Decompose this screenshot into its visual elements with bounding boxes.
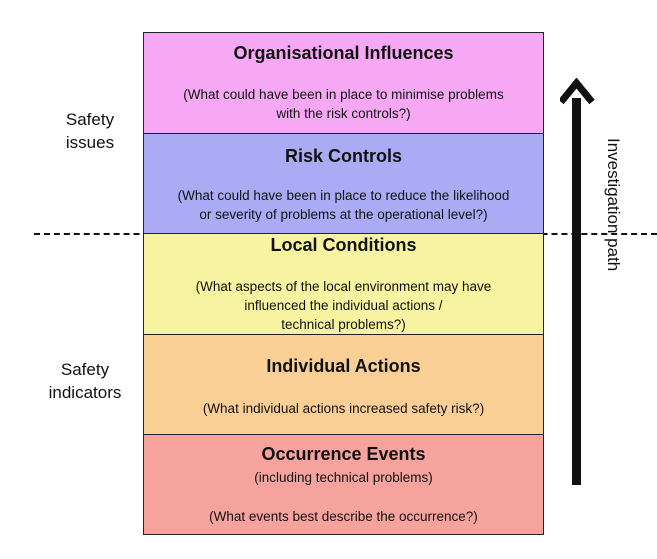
investigation-path-arrow-icon (560, 78, 595, 485)
label-safety-indicators: Safety indicators (48, 360, 122, 402)
layer-subtitle: (including technical problems) (254, 470, 433, 485)
layer-local-conditions: Local Conditions (What aspects of the lo… (143, 233, 544, 335)
layer-title: Individual Actions (266, 355, 421, 376)
layer-individual-actions: Individual Actions (What individual acti… (143, 333, 544, 436)
layer-occurrence-events: Occurrence Events (including technical p… (143, 434, 544, 535)
layer-organisational-influences: Organisational Influences (What could ha… (143, 32, 544, 134)
layer-title: Occurrence Events (261, 444, 426, 464)
layer-title: Organisational Influences (233, 43, 454, 63)
layer-description: (What events best describe the occurrenc… (209, 509, 478, 524)
layer-description: (What individual actions increased safet… (202, 400, 485, 416)
layer-stack: Organisational Influences (What could ha… (143, 32, 544, 535)
layer-description: (What aspects of the local environment m… (195, 279, 492, 332)
label-safety-issues: Safety issues (65, 110, 115, 152)
layer-description: (What could have been in place to reduce… (177, 187, 510, 222)
layer-risk-controls: Risk Controls (What could have been in p… (143, 132, 544, 235)
investigation-path-label: Investigation path (604, 138, 623, 272)
layer-description: (What could have been in place to minimi… (183, 87, 504, 121)
layer-title: Local Conditions (270, 235, 417, 255)
layer-title: Risk Controls (284, 145, 403, 166)
